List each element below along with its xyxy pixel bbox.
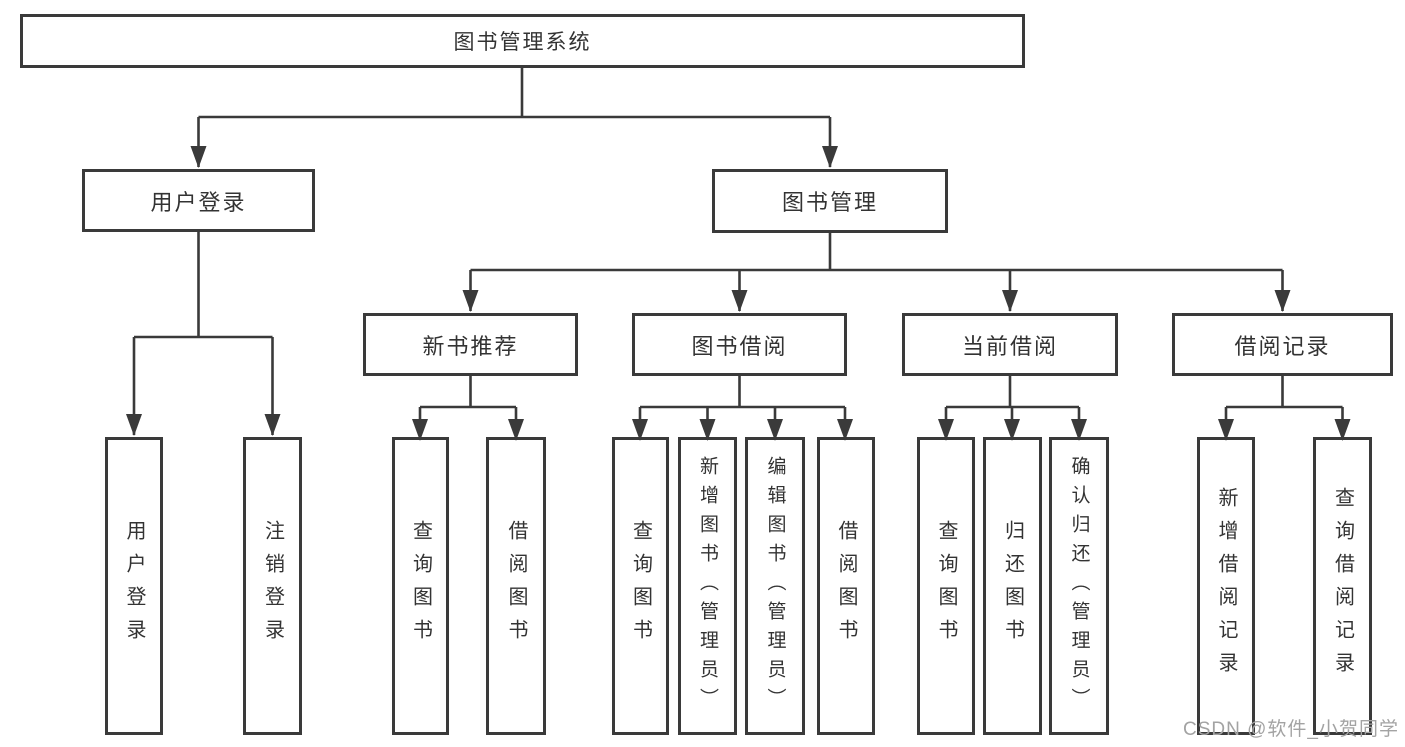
node-return-books: 归还图书	[983, 437, 1042, 735]
node-add-borrow-record: 新增借阅记录	[1197, 437, 1255, 735]
node-root: 图书管理系统	[20, 14, 1025, 68]
node-borrowing-records: 借阅记录	[1172, 313, 1393, 376]
connector-line	[198, 68, 830, 119]
node-label: 查询图书	[409, 520, 432, 652]
node-label: 编辑图书（管理员）	[764, 455, 786, 717]
node-logout-action: 注销登录	[243, 437, 302, 735]
connector-line	[134, 232, 273, 339]
node-edit-book-admin: 编辑图书（管理员）	[745, 437, 805, 735]
node-query-borrow-record: 查询借阅记录	[1313, 437, 1372, 735]
node-book-borrowing: 图书借阅	[632, 313, 847, 376]
node-borrow-books-recommend: 借阅图书	[486, 437, 546, 735]
connector-line	[470, 233, 1283, 272]
node-label: 查询图书	[935, 520, 957, 652]
node-query-books-borrowing: 查询图书	[612, 437, 669, 735]
node-query-books-current: 查询图书	[917, 437, 975, 735]
node-label: 注销登录	[261, 520, 284, 652]
node-label: 借阅图书	[835, 520, 857, 652]
node-label: 用户登录	[123, 520, 145, 652]
connector-line	[946, 376, 1079, 409]
node-new-book-recommend: 新书推荐	[363, 313, 578, 376]
node-user-login-action: 用户登录	[105, 437, 163, 735]
node-label: 新增图书（管理员）	[697, 455, 718, 717]
connector-line	[640, 376, 845, 409]
node-borrow-books-borrowing: 借阅图书	[817, 437, 875, 735]
connector-line	[1226, 376, 1343, 409]
node-label: 查询借阅记录	[1331, 487, 1354, 685]
node-book-management: 图书管理	[712, 169, 948, 233]
node-query-books-recommend: 查询图书	[392, 437, 449, 735]
csdn-watermark: CSDN @软件_小贺同学	[1183, 719, 1399, 740]
node-label: 归还图书	[1001, 520, 1024, 652]
connector-line	[420, 376, 516, 409]
node-user-login: 用户登录	[82, 169, 315, 232]
node-label: 确认归还（管理员）	[1068, 455, 1090, 717]
node-confirm-return-admin: 确认归还（管理员）	[1049, 437, 1109, 735]
node-current-borrowing: 当前借阅	[902, 313, 1118, 376]
node-label: 借阅图书	[505, 520, 527, 652]
node-label: 查询图书	[629, 520, 652, 652]
node-label: 新增借阅记录	[1215, 487, 1237, 685]
node-add-book-admin: 新增图书（管理员）	[678, 437, 737, 735]
